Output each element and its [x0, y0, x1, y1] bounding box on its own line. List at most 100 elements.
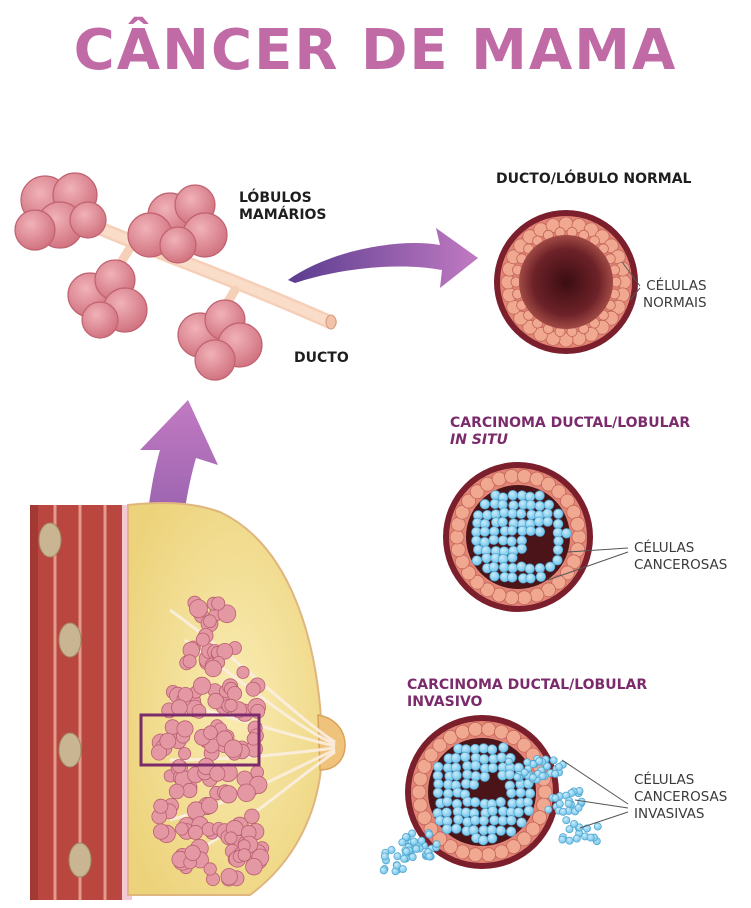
cancer-cell — [478, 835, 488, 845]
invasive-cell — [399, 839, 406, 846]
lobule — [238, 784, 256, 802]
cancer-cell — [470, 797, 480, 807]
lobule — [154, 799, 168, 813]
cancer-cell — [543, 517, 553, 527]
lobule — [176, 823, 189, 836]
cancer-cell — [442, 808, 452, 818]
cancer-cell — [517, 818, 527, 828]
cancer-cell — [553, 545, 563, 555]
invasive-cell — [563, 817, 570, 824]
cancer-cell — [487, 745, 497, 755]
lobule — [204, 863, 216, 875]
lobule — [160, 733, 176, 749]
invasive-cell — [565, 800, 572, 807]
invasive-cell — [418, 837, 425, 844]
label-insitu-title: CARCINOMA DUCTAL/LOBULAR — [450, 415, 690, 432]
cancer-cell — [499, 743, 509, 753]
lobule — [185, 845, 200, 860]
cell — [505, 469, 519, 483]
cell — [468, 722, 482, 736]
invasive-cell — [566, 837, 573, 844]
cancer-cell — [488, 806, 498, 816]
lobule — [153, 824, 168, 839]
invasive-cell — [403, 848, 410, 855]
label-celulas-cancerosas: CÉLULAS CANCEROSAS — [634, 540, 727, 574]
lobule — [210, 766, 225, 781]
invasive-cross-section — [380, 715, 628, 875]
cell — [413, 772, 427, 786]
lobule — [221, 869, 237, 885]
cancer-cell — [535, 563, 545, 573]
cancer-cell — [471, 761, 481, 771]
cancer-cell — [524, 806, 534, 816]
cancer-cell — [479, 816, 489, 826]
cancer-cell — [553, 519, 563, 529]
cancer-cell — [535, 527, 545, 537]
cancer-cell — [463, 770, 473, 780]
in-situ-cross-section — [443, 462, 628, 612]
cancer-cell — [523, 797, 533, 807]
lobule — [188, 825, 202, 839]
cancer-cell — [545, 562, 555, 572]
invasive-cell — [573, 835, 580, 842]
cancer-cell — [506, 827, 516, 837]
cancer-cell — [554, 536, 564, 546]
invasive-cell — [552, 795, 559, 802]
invasive-cell — [539, 773, 546, 780]
cancer-cell — [507, 573, 517, 583]
cancer-cell — [480, 772, 490, 782]
cancer-cell — [480, 527, 490, 537]
cancer-cell — [508, 553, 518, 563]
cancer-cell — [536, 572, 546, 582]
cancer-cell — [516, 788, 526, 798]
invasive-cell — [555, 763, 562, 770]
lobule — [183, 655, 196, 668]
cancer-cell — [499, 563, 509, 573]
lobule — [225, 832, 237, 844]
cancer-cell — [508, 509, 518, 519]
label-ducto: DUCTO — [294, 350, 349, 367]
cancer-cell — [482, 553, 492, 563]
cancer-cell — [497, 753, 507, 763]
cancer-cell — [470, 744, 480, 754]
lobule — [193, 677, 210, 694]
lobule — [220, 786, 237, 803]
lobule — [179, 748, 191, 760]
cell — [495, 845, 509, 859]
label-normal-title: DUCTO/LÓBULO NORMAL — [496, 171, 691, 188]
invasive-cell — [559, 836, 566, 843]
cancer-cell — [516, 509, 526, 519]
invasive-cell — [380, 867, 387, 874]
lobule — [246, 682, 260, 696]
cell — [505, 591, 519, 605]
cancer-cell — [496, 826, 506, 836]
label-invasivo-title: CARCINOMA DUCTAL/LOBULAR INVASIVO — [407, 677, 647, 711]
cell — [571, 517, 585, 531]
cancer-cell — [434, 779, 444, 789]
cell — [450, 530, 464, 544]
cancer-cell — [535, 491, 545, 501]
cell — [412, 785, 426, 799]
cancer-cell — [526, 500, 536, 510]
cell — [517, 591, 531, 605]
cancer-cell — [452, 824, 462, 834]
cell — [482, 722, 496, 736]
lobule — [225, 699, 237, 711]
cancer-cell — [517, 544, 527, 554]
cancer-cell — [562, 529, 572, 539]
cancer-cell — [490, 571, 500, 581]
cancer-cell — [433, 762, 443, 772]
cancer-cell — [433, 788, 443, 798]
cancer-cell — [472, 556, 482, 566]
invasive-cell — [394, 853, 401, 860]
invasive-cell — [571, 820, 578, 827]
cancer-cell — [514, 808, 524, 818]
lobule — [245, 809, 260, 824]
cancer-cell — [480, 499, 490, 509]
invasive-cell — [426, 853, 433, 860]
invasive-cell — [401, 855, 408, 862]
invasive-cell — [409, 854, 416, 861]
cancer-cell — [480, 537, 490, 547]
lobule — [246, 858, 263, 875]
cancer-cell — [535, 501, 545, 511]
